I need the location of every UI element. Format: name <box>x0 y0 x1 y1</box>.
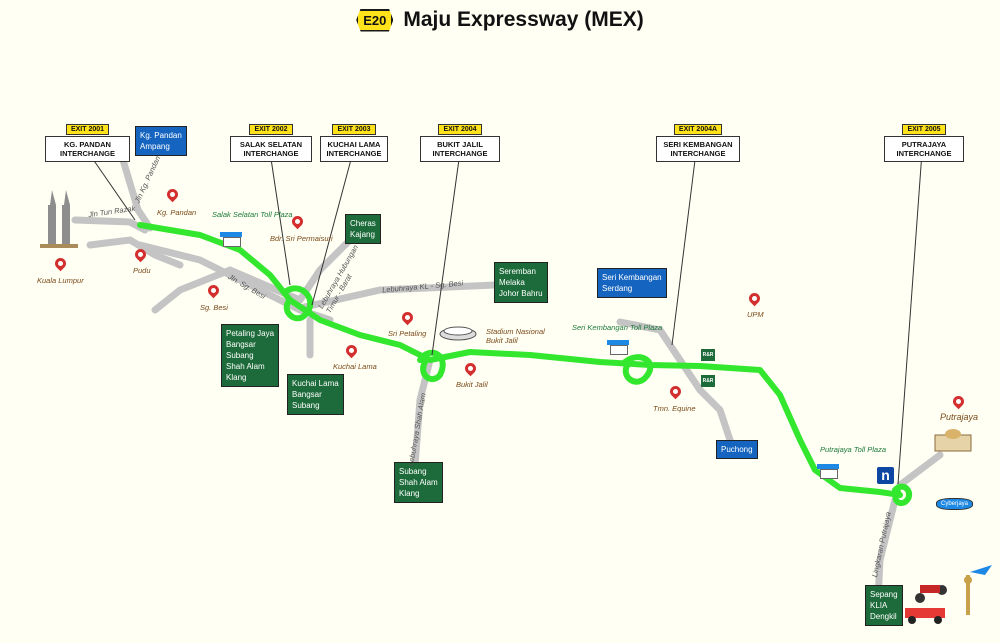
mex-main <box>137 222 903 498</box>
place-bdr-sri-permaisuri: Bdr. Sri Permaisuri <box>270 234 333 243</box>
page-title: Maju Expressway (MEX) <box>403 8 644 31</box>
airplane-icon <box>970 565 992 575</box>
road-seri-kembangan <box>616 318 734 444</box>
mex-loop-4 <box>892 483 913 506</box>
place-cyberjaya: Cyberjaya <box>936 498 974 510</box>
sign-kuchai-lama: Kuchai Lama Bangsar Subang <box>287 374 344 415</box>
exit-tag: EXIT 2001 <box>65 124 110 135</box>
place-bukit-jalil: Bukit Jalil <box>456 380 488 389</box>
putrajaya-landmark-icon <box>934 429 972 452</box>
place-upm: UPM <box>747 310 764 319</box>
stadium-icon <box>439 326 477 341</box>
sign-petaling-jaya: Petaling Jaya Bangsar Subang Shah Alam K… <box>221 324 280 387</box>
toll-plaza-icon <box>817 464 839 479</box>
place-sg-besi: Sg. Besi <box>200 303 228 312</box>
exit-name: BUKIT JALIL INTERCHANGE <box>420 136 500 162</box>
exit-leader-lines <box>87 151 923 485</box>
road-putrajaya-1 <box>896 451 944 489</box>
leader-2003 <box>311 151 354 306</box>
road-tun-razak <box>71 216 149 234</box>
place-kuchai-lama: Kuchai Lama <box>333 362 377 371</box>
exit-tag: EXIT 2004A <box>673 124 723 135</box>
rest-area-icon: R&R <box>701 349 715 361</box>
toll-plaza-icon <box>220 232 242 247</box>
motorcycle-icon <box>915 585 947 603</box>
road-kg-pandan <box>116 146 154 232</box>
map-title: E20 Maju Expressway (MEX) <box>0 8 1000 32</box>
place-kuala-lumpur: Kuala Lumpur <box>37 276 84 285</box>
n-badge-icon: n <box>877 467 894 484</box>
exit-2003: EXIT 2003 KUCHAI LAMA INTERCHANGE <box>320 118 388 162</box>
exit-2002: EXIT 2002 SALAK SELATAN INTERCHANGE <box>230 118 312 162</box>
road-kl-seremban <box>296 281 499 312</box>
sign-seri-kembangan: Seri Kembangan Serdang <box>597 268 667 298</box>
exit-name: KG. PANDAN INTERCHANGE <box>45 136 130 162</box>
local-roads <box>71 146 944 604</box>
leader-2001 <box>87 151 136 221</box>
exit-tag: EXIT 2003 <box>332 124 376 135</box>
kl-tower-icon <box>964 575 972 615</box>
exit-2005: EXIT 2005 PUTRAJAYA INTERCHANGE <box>884 118 964 162</box>
exit-name: KUCHAI LAMA INTERCHANGE <box>320 136 388 162</box>
exit-2001: EXIT 2001 KG. PANDAN INTERCHANGE <box>45 118 130 162</box>
sign-subang: Subang Shah Alam Klang <box>394 462 443 503</box>
toll-plaza-icon <box>607 340 629 355</box>
exit-name: PUTRAJAYA INTERCHANGE <box>884 136 964 162</box>
toll-putrajaya-label: Putrajaya Toll Plaza <box>820 445 887 454</box>
exit-tag: EXIT 2004 <box>438 124 482 135</box>
sign-cheras-kajang: Cheras Kajang <box>345 214 381 244</box>
leader-2004a <box>671 151 697 346</box>
place-pudu: Pudu <box>133 266 151 275</box>
mex-loop-1 <box>282 285 314 322</box>
sign-puchong: Puchong <box>716 440 758 459</box>
leader-2002 <box>269 151 291 286</box>
exit-2004: EXIT 2004 BUKIT JALIL INTERCHANGE <box>420 118 500 162</box>
rest-area-icon: R&R <box>701 375 715 387</box>
twin-towers-icon <box>40 190 78 248</box>
mex-loop-3 <box>622 354 654 385</box>
toll-salak-selatan-label: Salak Selatan Toll Plaza <box>212 210 293 219</box>
sign-kg-pandan-ampang: Kg. Pandan Ampang <box>135 126 187 156</box>
place-sri-petaling: Sri Petaling <box>388 329 427 338</box>
place-kg-pandan: Kg. Pandan <box>157 208 197 217</box>
place-stadium: Stadium Nasional Bukit Jalil <box>486 327 545 345</box>
race-car-icon <box>905 608 945 624</box>
toll-seri-kembangan-label: Seri Kembangan Toll Plaza <box>572 323 663 332</box>
road-sg-besi <box>151 266 304 314</box>
exit-tag: EXIT 2002 <box>249 124 293 135</box>
place-tmn-equine: Tmn. Equine <box>653 404 696 413</box>
leader-2005 <box>897 151 923 485</box>
route-code-badge: E20 <box>356 8 394 32</box>
exit-name: SERI KEMBANGAN INTERCHANGE <box>656 136 740 162</box>
place-putrajaya: Putrajaya <box>940 412 979 422</box>
expressway-mex <box>137 222 913 506</box>
mex-loop-2 <box>417 349 446 383</box>
sign-seremban: Seremban Melaka Johor Bahru <box>494 262 548 303</box>
exit-2004a: EXIT 2004A SERI KEMBANGAN INTERCHANGE <box>656 118 740 162</box>
sign-sepang: Sepang KLIA Dengkil <box>865 585 903 626</box>
exit-tag: EXIT 2005 <box>902 124 946 135</box>
exit-name: SALAK SELATAN INTERCHANGE <box>230 136 312 162</box>
leader-2004 <box>431 151 461 356</box>
